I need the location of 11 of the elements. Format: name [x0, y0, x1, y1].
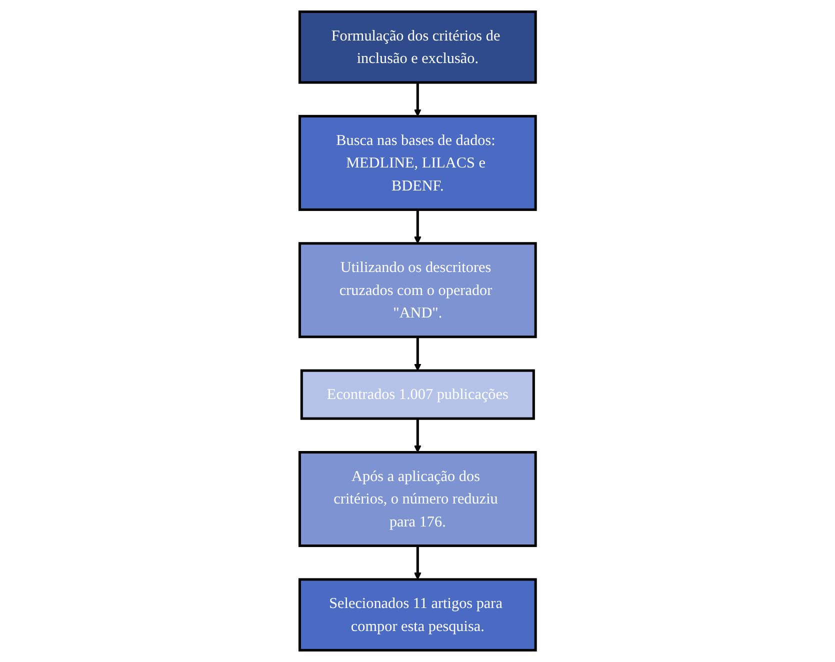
arrow	[414, 546, 422, 580]
node-box: Utilizando os descritores cruzados com o operador "AND".	[298, 242, 537, 338]
node-box: Formulação dos critérios de inclusão e exclusão.	[298, 10, 537, 84]
node-box: Busca nas bases de dados: MEDLINE, LILACS e BDENF.	[298, 114, 537, 211]
arrow	[414, 418, 422, 453]
node-box: Após a aplicação dos critérios, o número reduziu para 176.	[298, 451, 537, 548]
arrow	[414, 82, 422, 117]
node-box: Econtrados 1.007 publicações	[300, 369, 535, 420]
arrow	[414, 336, 422, 371]
arrow	[414, 210, 422, 244]
node-box: Selecionados 11 artigos para compor esta pesquisa.	[298, 578, 537, 652]
